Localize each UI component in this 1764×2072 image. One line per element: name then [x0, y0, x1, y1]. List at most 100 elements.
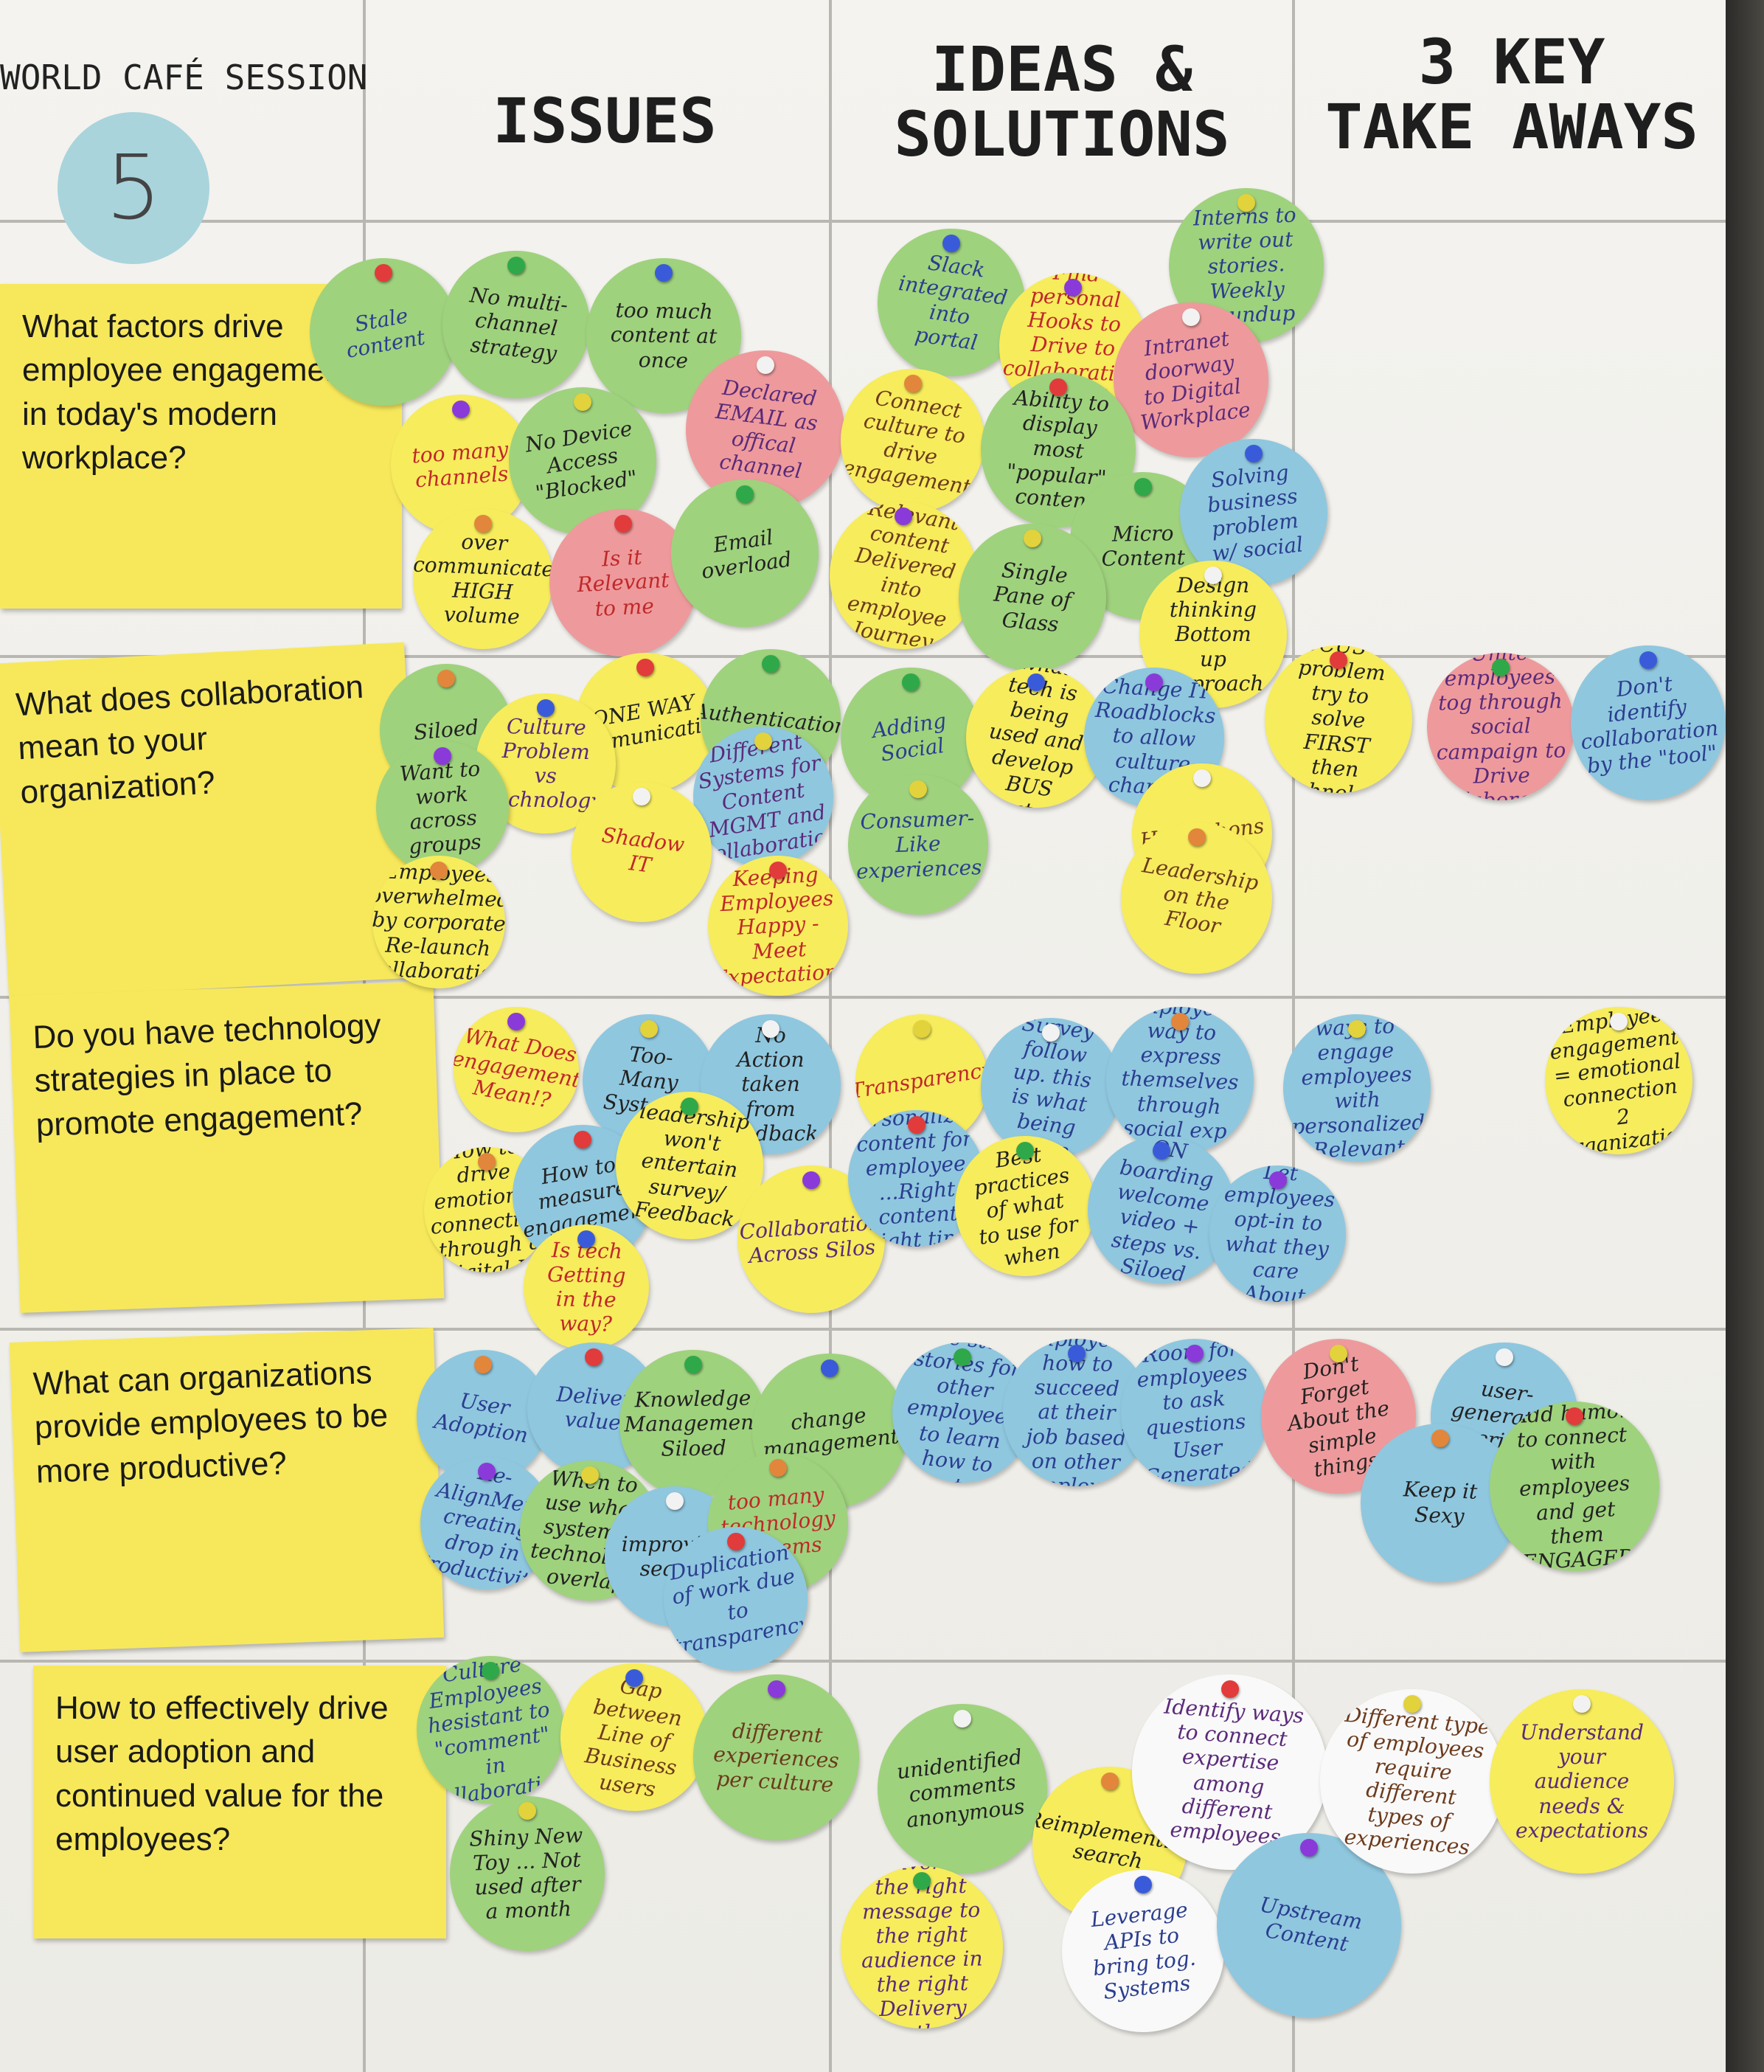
push-pin-icon	[1145, 673, 1163, 691]
issues-header: ISSUES	[493, 85, 717, 157]
push-pin-icon	[903, 375, 922, 392]
push-pin-icon	[577, 1230, 595, 1248]
push-pin-icon	[478, 1463, 496, 1480]
ideas-header: IDEAS & SOLUTIONS	[894, 33, 1230, 171]
push-pin-icon	[902, 673, 920, 691]
row-divider	[0, 220, 1726, 223]
push-pin-icon	[1193, 769, 1211, 787]
row-divider	[0, 655, 1726, 658]
push-pin-icon	[581, 1466, 599, 1484]
push-pin-icon	[1245, 445, 1263, 462]
push-pin-icon	[1042, 1024, 1060, 1042]
push-pin-icon	[769, 1459, 787, 1477]
push-pin-icon	[1064, 279, 1082, 297]
push-pin-icon	[1186, 1345, 1204, 1362]
question-card: What factors drive employee engagement i…	[0, 284, 402, 609]
push-pin-icon	[633, 788, 650, 805]
session-label: WORLD CAFÉ SESSION	[0, 58, 368, 97]
push-pin-icon	[1268, 1171, 1287, 1189]
push-pin-icon	[655, 264, 673, 282]
push-pin-icon	[909, 780, 927, 798]
push-pin-icon	[1049, 378, 1067, 396]
push-pin-icon	[895, 507, 912, 525]
push-pin-icon	[1182, 308, 1200, 326]
push-pin-icon	[1639, 651, 1657, 669]
push-pin-icon	[769, 862, 787, 879]
column-divider	[829, 0, 832, 2072]
sticky-note: Understand your audience needs & expecta…	[1490, 1689, 1674, 1874]
push-pin-icon	[1153, 1142, 1170, 1160]
push-pin-icon	[1171, 1013, 1189, 1030]
push-pin-icon	[666, 1492, 684, 1510]
push-pin-icon	[1237, 194, 1255, 212]
push-pin-icon	[821, 1359, 838, 1377]
push-pin-icon	[636, 659, 654, 676]
push-pin-icon	[1610, 1013, 1628, 1030]
push-pin-icon	[1134, 478, 1152, 496]
push-pin-icon	[625, 1669, 643, 1687]
push-pin-icon	[1016, 1142, 1034, 1160]
push-pin-icon	[1566, 1407, 1583, 1425]
push-pin-icon	[537, 699, 555, 717]
push-pin-icon	[1573, 1695, 1591, 1713]
push-pin-icon	[518, 1802, 536, 1820]
push-pin-icon	[1068, 1345, 1086, 1362]
push-pin-icon	[585, 1348, 603, 1366]
push-pin-icon	[1300, 1839, 1318, 1857]
push-pin-icon	[1330, 1345, 1347, 1362]
push-pin-icon	[762, 655, 779, 673]
push-pin-icon	[474, 1356, 492, 1373]
push-pin-icon	[762, 1020, 779, 1038]
push-pin-icon	[1187, 828, 1206, 846]
push-pin-icon	[375, 264, 392, 282]
push-pin-icon	[640, 1020, 658, 1038]
push-pin-icon	[1492, 659, 1510, 676]
row-divider	[0, 1660, 1726, 1663]
push-pin-icon	[574, 1131, 591, 1148]
push-pin-icon	[907, 1116, 926, 1134]
push-pin-icon	[756, 356, 774, 374]
row-divider	[0, 996, 1726, 999]
column-divider	[1292, 0, 1295, 2072]
push-pin-icon	[754, 732, 772, 750]
push-pin-icon	[478, 1153, 496, 1171]
question-card: How to effectively drive user adoption a…	[33, 1666, 446, 1938]
push-pin-icon	[430, 862, 448, 879]
push-pin-icon	[913, 1020, 931, 1038]
question-card: What can organizations provide employees…	[9, 1328, 445, 1652]
push-pin-icon	[434, 747, 451, 765]
push-pin-icon	[1024, 530, 1041, 547]
push-pin-icon	[614, 515, 632, 533]
push-pin-icon	[942, 235, 960, 252]
push-pin-icon	[1431, 1430, 1449, 1447]
push-pin-icon	[802, 1171, 820, 1189]
push-pin-icon	[474, 515, 492, 533]
push-pin-icon	[1496, 1348, 1513, 1366]
push-pin-icon	[437, 670, 455, 687]
push-pin-icon	[954, 1348, 971, 1366]
push-pin-icon	[1348, 1020, 1366, 1038]
push-pin-icon	[681, 1098, 698, 1115]
push-pin-icon	[452, 401, 470, 418]
session-number: 5	[58, 112, 209, 264]
push-pin-icon	[1027, 673, 1045, 691]
question-card: What does collaboration mean to your org…	[0, 642, 422, 999]
push-pin-icon	[726, 1533, 745, 1550]
push-pin-icon	[767, 1680, 785, 1698]
push-pin-icon	[1330, 651, 1347, 669]
push-pin-icon	[913, 1872, 931, 1890]
push-pin-icon	[1220, 1680, 1239, 1698]
board-edge	[1726, 0, 1764, 2072]
push-pin-icon	[736, 485, 754, 503]
push-pin-icon	[1101, 1773, 1119, 1790]
push-pin-icon	[1134, 1876, 1152, 1893]
row-divider	[0, 1328, 1726, 1331]
push-pin-icon	[1204, 566, 1222, 584]
push-pin-icon	[507, 257, 525, 274]
push-pin-icon	[482, 1662, 499, 1680]
question-card: Do you have technology strategies in pla…	[9, 981, 445, 1313]
push-pin-icon	[574, 393, 591, 411]
push-pin-icon	[684, 1356, 702, 1373]
push-pin-icon	[507, 1013, 525, 1030]
